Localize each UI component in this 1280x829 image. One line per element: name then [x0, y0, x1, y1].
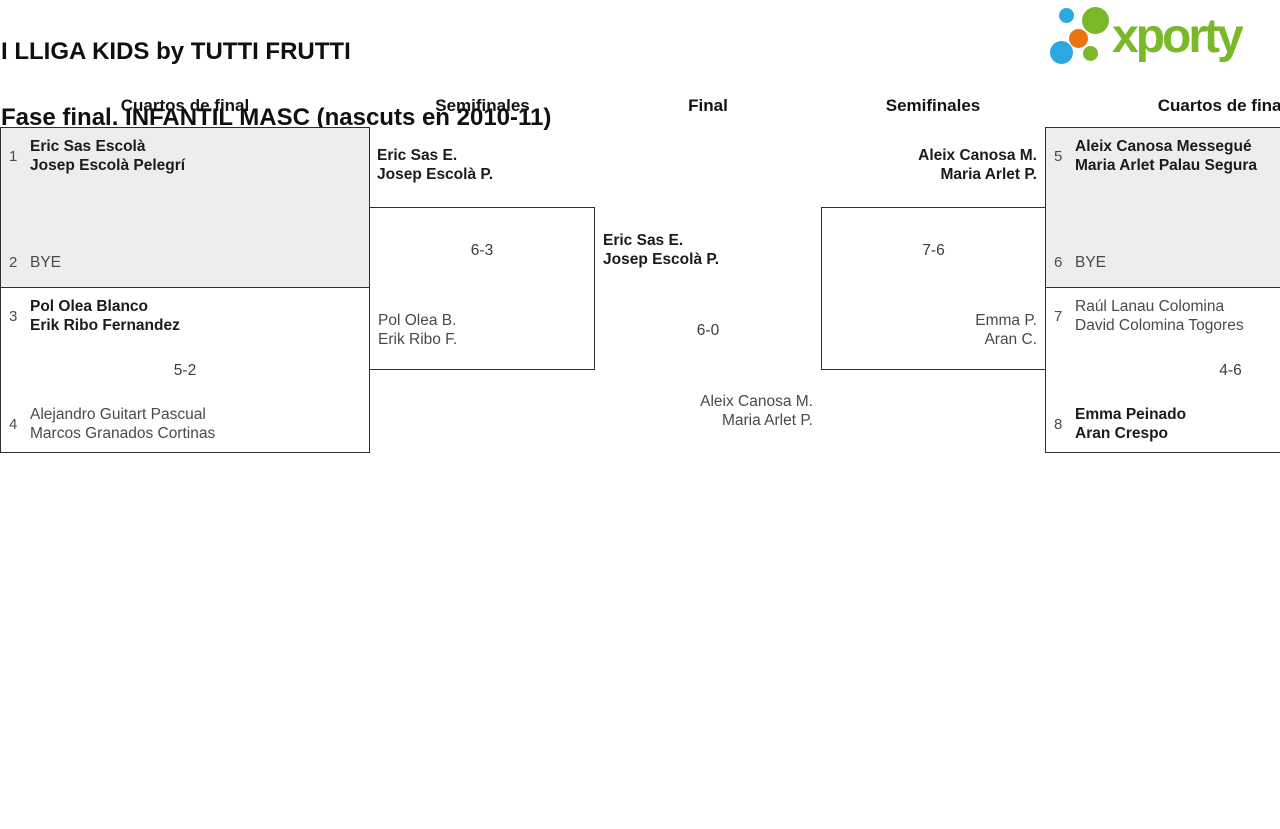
page-title: I LLIGA KIDS by TUTTI FRUTTI Fase final.…: [1, 2, 551, 167]
match-qf4-score: 4-6: [1219, 362, 1242, 379]
seed-number: 1: [9, 147, 18, 165]
match-qf4: 7 Raúl Lanau Colomina David Colomina Tog…: [1045, 287, 1280, 453]
match-qf4-team-top: 7 Raúl Lanau Colomina David Colomina Tog…: [1054, 297, 1244, 335]
logo-dot-blue-big-icon: [1050, 41, 1073, 64]
logo-dot-green-small-icon: [1083, 46, 1098, 61]
player-name: Raúl Lanau Colomina: [1075, 298, 1225, 315]
player-name: Eric Sas E.: [377, 147, 458, 164]
bye-label: BYE: [1075, 254, 1107, 271]
round-header-final: Final: [688, 96, 728, 115]
round-header-semifinals-left: Semifinales: [435, 96, 530, 115]
match-sf1: 6-3 Pol Olea B. Erik Ribo F.: [369, 207, 595, 370]
match-qf3-team-bottom: 6 BYE: [1054, 253, 1106, 272]
match-sf1-score: 6-3: [470, 242, 494, 259]
team-names-loser: Raúl Lanau Colomina David Colomina Togor…: [1075, 297, 1244, 335]
team-names-winner: Pol Olea Blanco Erik Ribo Fernandez: [30, 297, 180, 335]
team-names-winner: Eric Sas Escolà Josep Escolà Pelegrí: [30, 137, 185, 175]
xporty-logo[interactable]: xporty: [1048, 4, 1280, 76]
team-names-loser: Alejandro Guitart Pascual Marcos Granado…: [30, 405, 215, 443]
match-final-loser: Aleix Canosa M. Maria Arlet P.: [595, 392, 813, 430]
match-qf2: 3 Pol Olea Blanco Erik Ribo Fernandez 5-…: [0, 287, 370, 453]
player-name: David Colomina Togores: [1075, 317, 1244, 334]
logo-wordmark: xporty: [1112, 10, 1244, 63]
seed-number: 5: [1054, 147, 1063, 165]
match-sf2: 7-6 Emma P. Aran C.: [821, 207, 1046, 370]
player-name: Maria Arlet P.: [721, 412, 813, 429]
player-name: Maria Arlet Palau Segura: [1075, 157, 1258, 174]
tournament-subtitle: Fase final. INFANTIL MASC (nascuts en 20…: [1, 104, 552, 131]
match-qf3-team-top: 5 Aleix Canosa Messegué Maria Arlet Pala…: [1054, 137, 1257, 175]
logo-dot-blue-small-icon: [1059, 8, 1074, 23]
seed-number: 3: [9, 307, 18, 325]
seed-number: 4: [9, 415, 18, 433]
match-qf2-score: 5-2: [173, 362, 197, 379]
seed-number: 2: [9, 254, 18, 271]
player-name: Josep Escolà Pelegrí: [30, 157, 186, 174]
match-final-winner: Eric Sas E. Josep Escolà P.: [603, 231, 719, 269]
player-name: Josep Escolà P.: [377, 166, 494, 183]
player-name: Eric Sas Escolà: [30, 138, 146, 155]
match-qf2-team-top: 3 Pol Olea Blanco Erik Ribo Fernandez: [9, 297, 180, 335]
match-qf1-team-top: 1 Eric Sas Escolà Josep Escolà Pelegrí: [9, 137, 185, 175]
match-qf4-team-bottom: 8 Emma Peinado Aran Crespo: [1054, 405, 1186, 443]
player-name: Emma P.: [975, 312, 1037, 329]
player-name: Pol Olea B.: [378, 312, 457, 329]
team-names-winner: Emma Peinado Aran Crespo: [1075, 405, 1186, 443]
team-names-bye: BYE: [1075, 253, 1106, 272]
team-names-winner: Aleix Canosa Messegué Maria Arlet Palau …: [1075, 137, 1257, 175]
match-final-score: 6-0: [696, 322, 720, 339]
match-sf2-score: 7-6: [922, 242, 945, 259]
player-name: Erik Ribo Fernandez: [30, 317, 180, 334]
match-sf1-loser: Pol Olea B. Erik Ribo F.: [378, 311, 457, 349]
player-name: Aleix Canosa M.: [918, 147, 1037, 164]
player-name: Emma Peinado: [1075, 406, 1187, 423]
logo-dot-orange-icon: [1069, 29, 1088, 48]
match-qf3: 5 Aleix Canosa Messegué Maria Arlet Pala…: [1045, 127, 1280, 288]
player-name: Aleix Canosa Messegué: [1075, 138, 1252, 155]
seed-number: 8: [1054, 415, 1063, 433]
match-qf1: 1 Eric Sas Escolà Josep Escolà Pelegrí 2…: [0, 127, 370, 288]
round-header-quarterfinals-left: Cuartos de final: [120, 96, 250, 115]
player-name: Aran Crespo: [1075, 425, 1169, 442]
seed-number: 6: [1054, 254, 1063, 271]
match-sf2-loser: Emma P. Aran C.: [975, 311, 1037, 349]
team-names-bye: BYE: [30, 253, 61, 272]
match-qf1-team-bottom: 2 BYE: [9, 253, 61, 272]
match-qf2-team-bottom: 4 Alejandro Guitart Pascual Marcos Grana…: [9, 405, 215, 443]
player-name: Aran C.: [984, 331, 1037, 348]
tournament-title: I LLIGA KIDS by TUTTI FRUTTI: [1, 38, 351, 65]
player-name: Erik Ribo F.: [378, 331, 458, 348]
logo-dot-green-big-icon: [1082, 7, 1109, 34]
match-sf1-winner: Eric Sas E. Josep Escolà P.: [377, 146, 493, 184]
player-name: Pol Olea Blanco: [30, 298, 149, 315]
seed-number: 7: [1054, 307, 1063, 325]
player-name: Josep Escolà P.: [603, 251, 720, 268]
player-name: Marcos Granados Cortinas: [30, 425, 216, 442]
player-name: Aleix Canosa M.: [700, 393, 813, 410]
player-name: Maria Arlet P.: [940, 166, 1038, 183]
player-name: Eric Sas E.: [603, 232, 684, 249]
round-header-semifinals-right: Semifinales: [885, 96, 981, 115]
round-header-quarterfinals-right: Cuartos de final: [1157, 96, 1280, 115]
player-name: Alejandro Guitart Pascual: [30, 406, 206, 423]
match-sf2-winner: Aleix Canosa M. Maria Arlet P.: [821, 146, 1037, 184]
bye-label: BYE: [30, 254, 62, 271]
